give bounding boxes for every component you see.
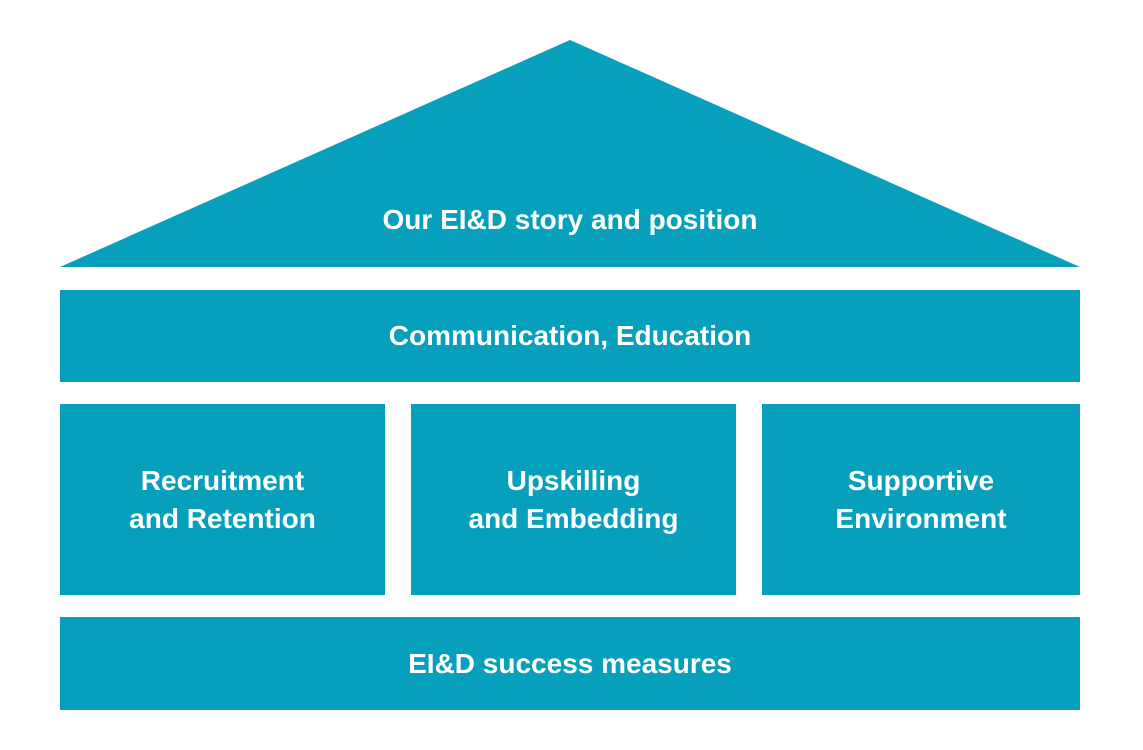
beam-label: Communication, Education [388, 320, 752, 351]
foundation-label: EI&D success measures [408, 647, 732, 679]
pillar-label-line1: Recruitment [140, 464, 305, 496]
pillar-label-line2: and Retention [129, 502, 316, 534]
pillar-label-line1: Upskilling [506, 464, 641, 496]
roof-label: Our EI&D story and position [382, 204, 758, 235]
pillar-label-line2: and Embedding [468, 502, 679, 534]
pillar-label-line2: Environment [835, 502, 1007, 534]
pillar-recruitment-retention: Recruitment and Retention [60, 404, 385, 595]
pillar-supportive-environment: Supportive Environment [762, 404, 1080, 595]
pillar-upskilling-embedding: Upskilling and Embedding [411, 404, 736, 595]
pillar-label-line1: Supportive [847, 464, 995, 496]
foundation-success-measures: EI&D success measures [60, 617, 1080, 710]
beam-communication-education: Communication, Education [60, 290, 1080, 382]
